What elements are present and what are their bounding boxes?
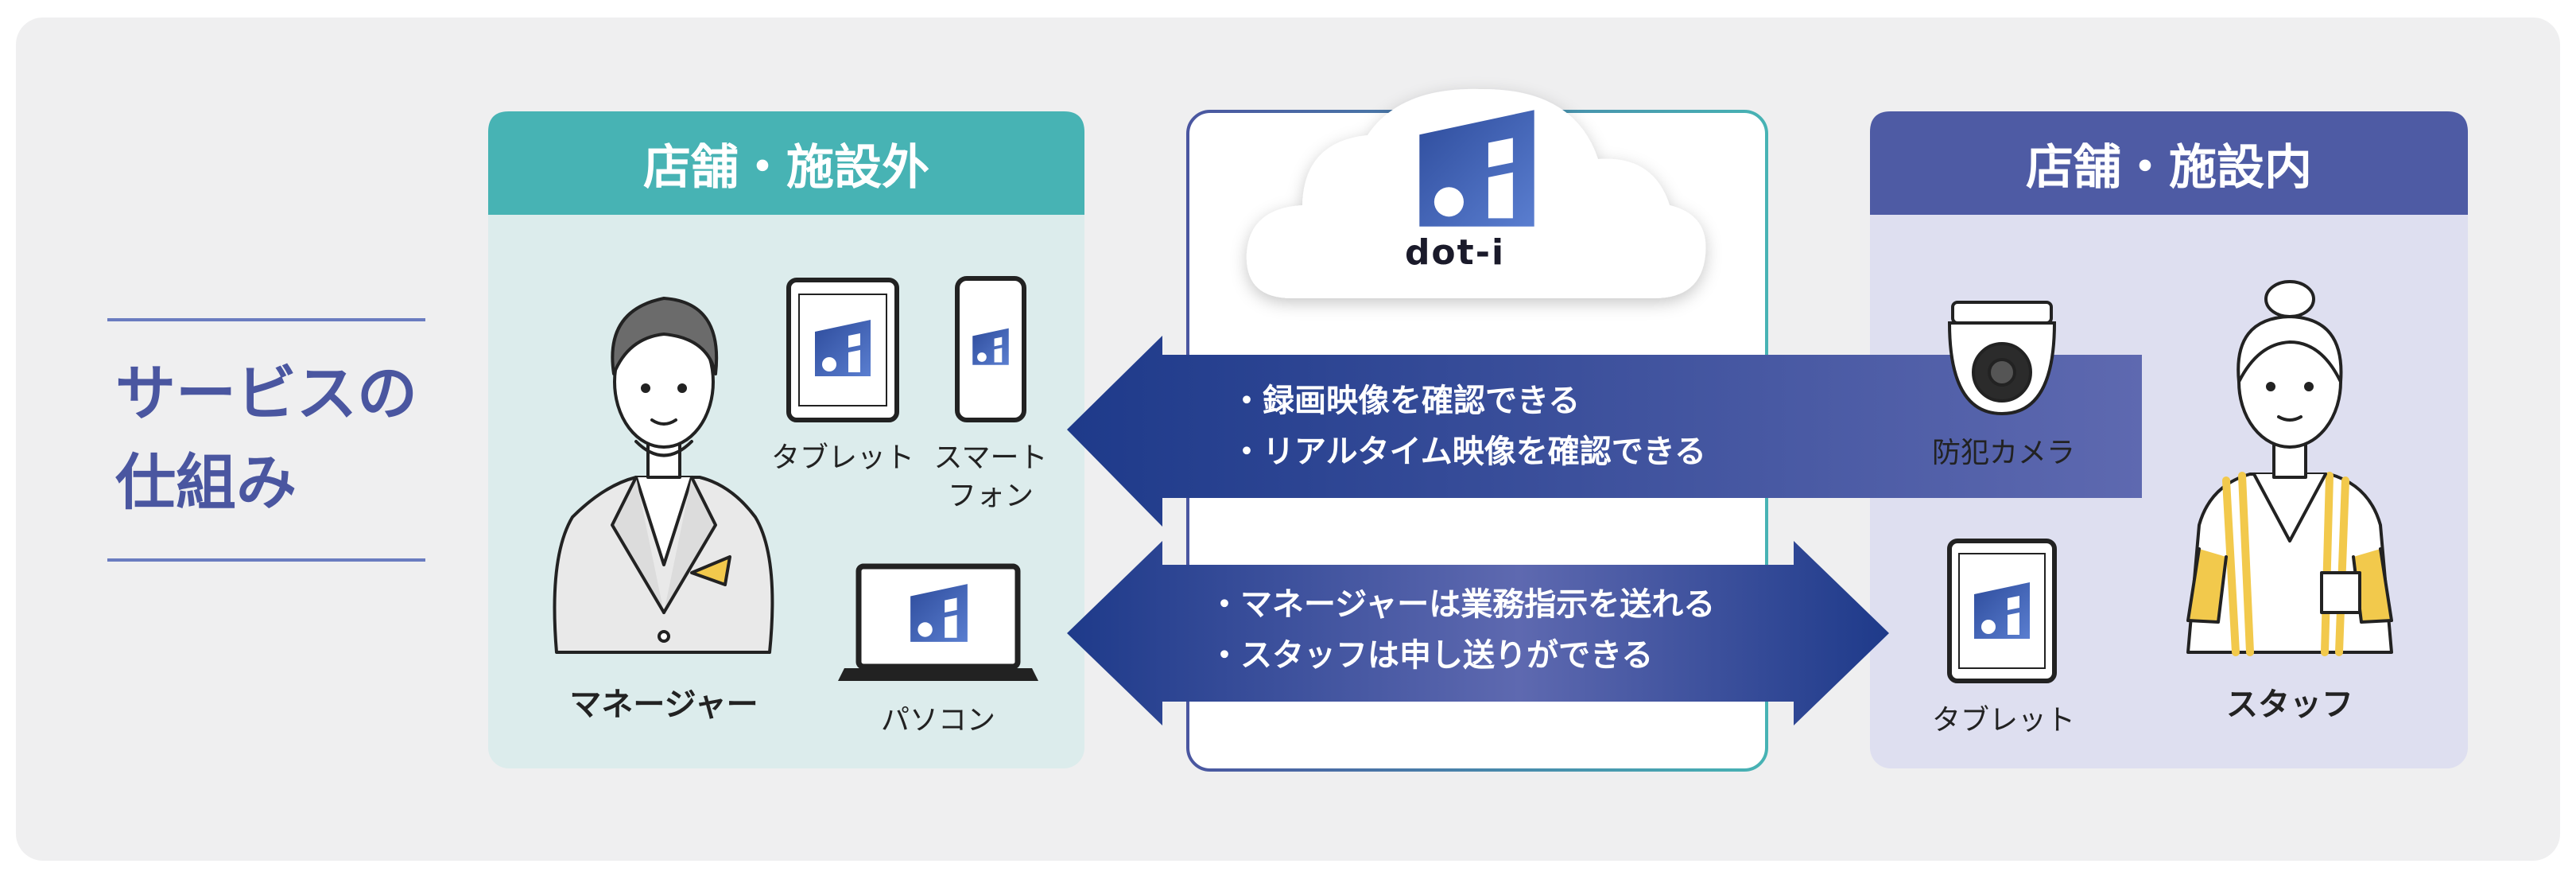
manager-label: マネージャー <box>569 686 758 723</box>
manager-illustration <box>553 297 774 654</box>
title-line2: 仕組み <box>115 447 297 518</box>
camera-label: 防犯カメラ <box>1931 437 2075 469</box>
laptop-icon <box>838 563 1038 681</box>
cloud-brand-label: dot-i <box>1404 232 1506 273</box>
staff-label: スタッフ <box>2226 686 2353 723</box>
tablet-icon <box>786 278 899 422</box>
arrow-bottom-line1: ・マネージャーは業務指示を送れる <box>1208 586 1716 623</box>
arrow-top-left <box>1067 336 2142 527</box>
tablet-inside-label: タブレット <box>1931 704 2075 737</box>
arrow-top-line1: ・録画映像を確認できる <box>1231 383 1581 419</box>
smartphone-label: スマート フォン <box>933 441 1048 512</box>
pc-label: パソコン <box>880 704 995 737</box>
arrow-bottom-line2: ・スタッフは申し送りができる <box>1208 637 1654 674</box>
inside-heading: 店舗・施設内 <box>2026 139 2312 196</box>
tablet-label: タブレット <box>770 441 914 474</box>
arrow-bottom-double <box>1067 541 1889 725</box>
staff-illustration <box>2186 280 2393 656</box>
smartphone-icon <box>955 276 1026 422</box>
title-line1: サービスの <box>115 358 417 429</box>
tablet-inside-icon <box>1947 539 2057 683</box>
outside-heading: 店舗・施設外 <box>643 139 929 196</box>
arrow-top-line2: ・リアルタイム映像を確認できる <box>1231 434 1706 470</box>
security-camera-icon <box>1947 301 2057 416</box>
